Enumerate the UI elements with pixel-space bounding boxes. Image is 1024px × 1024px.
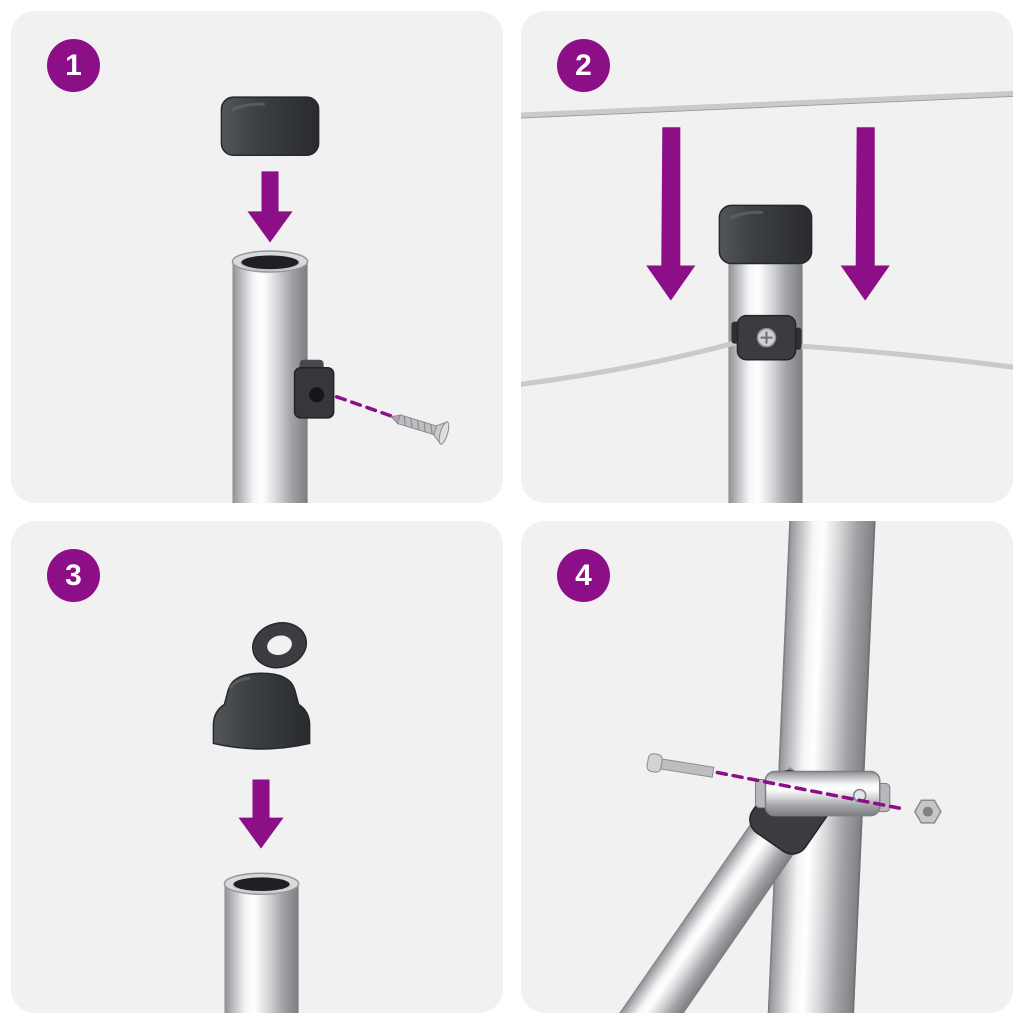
wire-clamp-icon bbox=[293, 359, 335, 419]
step-2-illustration bbox=[521, 90, 1013, 503]
step-4-illustration bbox=[600, 521, 942, 1013]
bolt-icon bbox=[646, 753, 715, 778]
metal-tube-icon bbox=[223, 872, 300, 1013]
vertical-post-icon bbox=[767, 521, 877, 1013]
step-panel-1: 1 bbox=[11, 11, 503, 503]
nut-icon bbox=[913, 799, 942, 824]
step-panel-2: 2 bbox=[521, 11, 1013, 503]
step-badge: 3 bbox=[47, 549, 100, 602]
arrow-down-icon bbox=[247, 171, 293, 243]
dashed-guide-line bbox=[715, 770, 904, 811]
step-1-illustration bbox=[220, 96, 450, 503]
step-panel-4: 4 bbox=[521, 521, 1013, 1013]
arrow-down-icon bbox=[646, 127, 696, 301]
upper-wire bbox=[521, 90, 1013, 118]
step-number: 1 bbox=[65, 48, 82, 82]
screw-icon bbox=[390, 414, 450, 446]
upper-wire-shade bbox=[521, 95, 1013, 119]
arrow-down-icon bbox=[238, 779, 284, 849]
step-number: 2 bbox=[575, 48, 592, 82]
arrow-down-icon bbox=[840, 127, 890, 301]
step-badge: 4 bbox=[557, 549, 610, 602]
post-cap-icon bbox=[220, 96, 320, 157]
dashed-guide-line bbox=[334, 395, 393, 418]
step-panel-3: 3 bbox=[11, 521, 503, 1013]
capped-post-icon bbox=[718, 204, 813, 503]
step-number: 4 bbox=[575, 558, 592, 592]
tension-wire bbox=[521, 339, 1013, 387]
wire-clamp-icon bbox=[731, 314, 802, 361]
eyelet-hole bbox=[267, 635, 292, 656]
pipe-clamp-icon bbox=[754, 770, 891, 817]
step-number: 3 bbox=[65, 558, 82, 592]
eyelet-cap-icon bbox=[212, 622, 311, 750]
metal-post-icon bbox=[231, 250, 309, 503]
step-badge: 2 bbox=[557, 39, 610, 92]
step-3-illustration bbox=[212, 622, 311, 1013]
step-badge: 1 bbox=[47, 39, 100, 92]
